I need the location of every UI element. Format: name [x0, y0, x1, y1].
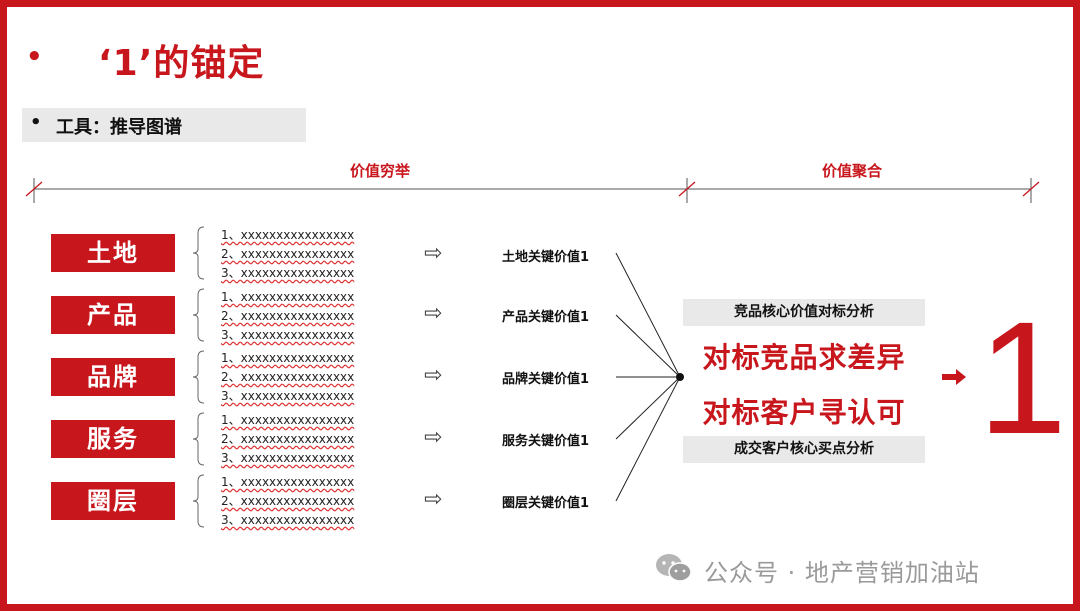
category-box: 服务 — [51, 420, 175, 458]
right-arrow-icon: ⇨ — [424, 241, 443, 266]
connector-line — [615, 314, 681, 378]
list-item: 2、xxxxxxxxxxxxxxxx — [221, 247, 355, 261]
key-value-label: 品牌关键价值1 — [502, 372, 590, 387]
category-box: 圈层 — [51, 482, 175, 520]
slide-title: ‘1’的锚定 — [98, 43, 265, 84]
list-item: 2、xxxxxxxxxxxxxxxx — [221, 309, 355, 323]
anchor-number: 1 — [978, 288, 1067, 467]
brace — [192, 288, 205, 342]
list-item: 2、xxxxxxxxxxxxxxxx — [221, 494, 355, 508]
key-value-label: 土地关键价值1 — [502, 250, 590, 265]
category-box: 土地 — [51, 234, 175, 272]
competitor-analysis-caption: 竞品核心价值对标分析 — [683, 299, 925, 326]
section-label-aggregate: 价值聚合 — [822, 162, 883, 180]
list-item: 3、xxxxxxxxxxxxxxxx — [221, 513, 355, 527]
right-arrow-icon: ⇨ — [424, 487, 443, 512]
category-box: 品牌 — [51, 358, 175, 396]
section-label-enumerate: 价值穷举 — [350, 162, 411, 180]
differentiation-headline: 对标竞品求差异 — [702, 341, 906, 374]
right-arrow-icon: ⇨ — [424, 363, 443, 388]
recognition-headline: 对标客户寻认可 — [702, 396, 906, 429]
category-box: 产品 — [51, 296, 175, 334]
dimension-line — [33, 178, 1032, 203]
brace — [192, 350, 205, 404]
list-item: 1、xxxxxxxxxxxxxxxx — [221, 475, 355, 489]
title-bullet: • — [26, 42, 43, 72]
list-item: 1、xxxxxxxxxxxxxxxx — [221, 290, 355, 304]
tool-label-bar: • 工具：推导图谱 — [22, 108, 306, 142]
brace — [192, 226, 205, 280]
list-item: 1、xxxxxxxxxxxxxxxx — [221, 228, 355, 242]
brace — [192, 474, 205, 528]
list-item: 3、xxxxxxxxxxxxxxxx — [221, 389, 355, 403]
list-item: 1、xxxxxxxxxxxxxxxx — [221, 413, 355, 427]
tool-label: 工具：推导图谱 — [56, 117, 182, 138]
connector-line — [615, 376, 681, 502]
key-value-label: 圈层关键价值1 — [502, 496, 590, 511]
dimension-ticks — [25, 181, 1040, 197]
buyer-analysis-caption: 成交客户核心买点分析 — [683, 436, 925, 463]
result-arrow — [942, 369, 966, 385]
list-item: 2、xxxxxxxxxxxxxxxx — [221, 432, 355, 446]
list-item: 3、xxxxxxxxxxxxxxxx — [221, 328, 355, 342]
wechat-icon — [656, 554, 692, 582]
tool-bullet: • — [30, 112, 42, 133]
list-item: 2、xxxxxxxxxxxxxxxx — [221, 370, 355, 384]
list-item: 1、xxxxxxxxxxxxxxxx — [221, 351, 355, 365]
connector-line — [615, 252, 681, 378]
watermark-text: 公众号 · 地产营销加油站 — [704, 559, 980, 587]
list-item: 3、xxxxxxxxxxxxxxxx — [221, 451, 355, 465]
convergence-point — [676, 373, 684, 381]
brace — [192, 412, 205, 466]
list-item: 3、xxxxxxxxxxxxxxxx — [221, 266, 355, 280]
key-value-label: 产品关键价值1 — [502, 310, 590, 325]
right-arrow-icon: ⇨ — [424, 301, 443, 326]
braces — [192, 226, 205, 528]
key-value-label: 服务关键价值1 — [502, 434, 590, 449]
right-arrow-icon: ⇨ — [424, 425, 443, 450]
converging-lines — [615, 252, 681, 502]
connector-line — [615, 376, 681, 440]
